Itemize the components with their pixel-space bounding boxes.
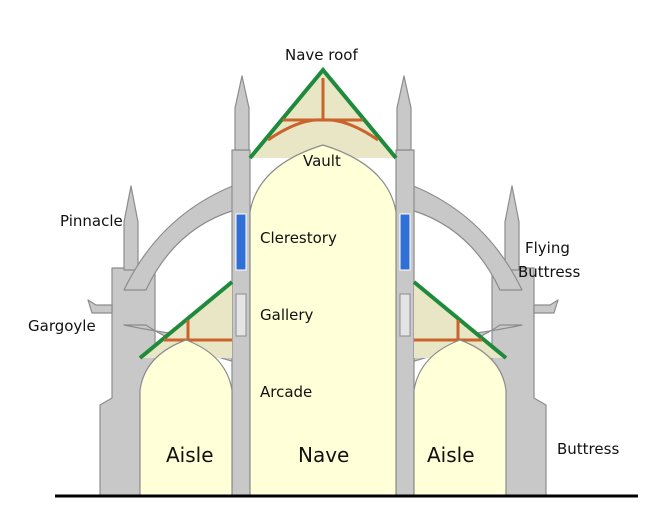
label-nave-roof: Nave roof	[285, 46, 358, 64]
left-upper-flying-buttress	[123, 184, 236, 291]
label-arcade: Arcade	[260, 383, 312, 401]
left-aisle-interior	[139, 339, 233, 497]
right-gallery-opening	[399, 293, 411, 337]
left-outer-pinnacle	[123, 185, 139, 271]
nave-interior	[249, 144, 397, 497]
nave-roof-outline	[248, 66, 398, 160]
label-nave: Nave	[298, 443, 349, 467]
left-gallery-opening	[235, 293, 247, 337]
diagram-labels: Nave roof Vault Clerestory Gallery Arcad…	[28, 46, 619, 467]
clerestory-windows	[235, 213, 411, 271]
label-aisle-right: Aisle	[427, 443, 475, 467]
left-clerestory-window	[235, 213, 247, 271]
right-nave-pinnacle	[396, 75, 412, 151]
gallery-openings	[235, 293, 411, 337]
right-gargoyle	[533, 299, 559, 314]
label-flying-buttress: Buttress	[518, 263, 580, 281]
right-upper-flying-buttress	[410, 184, 523, 291]
left-aisle-roof	[138, 280, 234, 360]
left-nave-pinnacle	[234, 75, 250, 151]
label-clerestory: Clerestory	[260, 229, 337, 247]
label-pinnacle: Pinnacle	[60, 212, 123, 230]
right-clerestory-window	[399, 213, 411, 271]
nave-roof	[248, 66, 398, 160]
label-gallery: Gallery	[260, 306, 314, 324]
right-outer-pinnacle	[504, 185, 520, 271]
right-aisle-roof	[412, 280, 508, 360]
nave-roof-timbers	[267, 78, 379, 142]
label-gargoyle: Gargoyle	[28, 317, 96, 335]
label-vault: Vault	[303, 152, 341, 170]
left-gargoyle	[87, 299, 113, 314]
right-aisle-interior	[413, 339, 507, 497]
label-buttress: Buttress	[557, 440, 619, 458]
label-flying: Flying	[525, 239, 570, 257]
label-aisle-left: Aisle	[166, 443, 214, 467]
